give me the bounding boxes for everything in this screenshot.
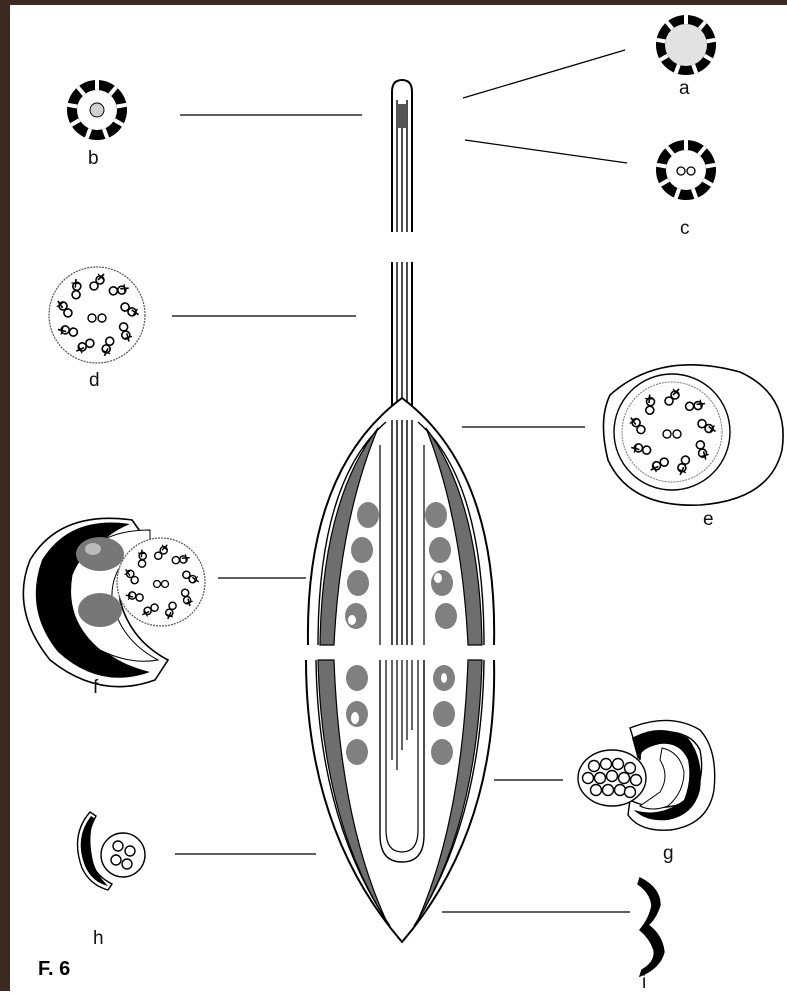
- label-h: h: [93, 928, 104, 950]
- label-c: c: [680, 218, 690, 240]
- cross-section-e: [603, 365, 783, 505]
- cross-section-h: [78, 812, 146, 890]
- cross-section-c: [656, 140, 716, 200]
- label-e: e: [703, 509, 714, 531]
- longitudinal-section: [306, 80, 494, 942]
- label-d: d: [89, 370, 100, 392]
- label-f: f: [93, 677, 98, 699]
- cross-section-f: [23, 518, 205, 686]
- cross-section-g: [578, 720, 715, 830]
- cross-section-a: [656, 15, 716, 75]
- cross-section-i: [638, 878, 664, 976]
- label-b: b: [88, 148, 99, 170]
- label-g: g: [663, 843, 674, 865]
- cross-section-d: [49, 267, 145, 363]
- figure-caption: F. 6: [38, 958, 70, 981]
- cross-section-b: [67, 80, 127, 140]
- label-a: a: [679, 78, 690, 100]
